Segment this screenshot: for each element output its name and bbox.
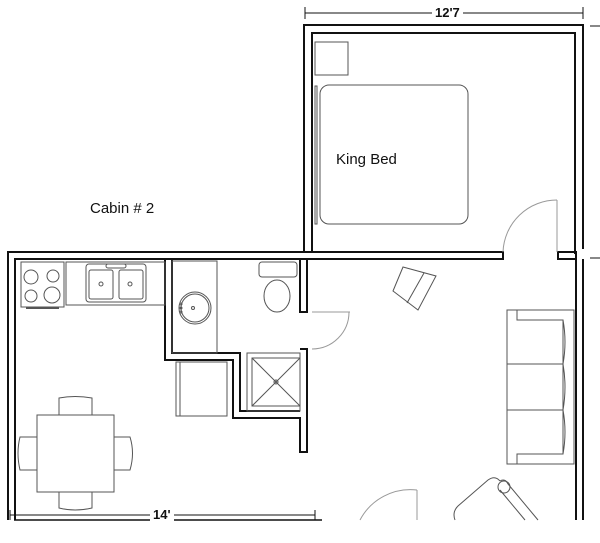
recliner — [453, 477, 539, 521]
kitchen-counter — [65, 261, 166, 306]
king-bed — [319, 84, 469, 225]
closet-cabinet — [175, 361, 228, 417]
bedroom-door — [502, 199, 558, 253]
bathroom-vanity — [171, 260, 218, 354]
entry-door — [359, 489, 418, 521]
cabin-title: Cabin # 2 — [90, 200, 155, 217]
stove — [20, 261, 65, 309]
armchair — [392, 266, 437, 311]
main-walls — [7, 251, 584, 520]
bedroom-walls — [303, 24, 600, 254]
bedroom-label: King Bed — [336, 151, 397, 168]
toilet — [258, 261, 298, 313]
double-sink — [85, 263, 147, 303]
bedroom-bottom-wall — [304, 251, 600, 260]
dimension-label-top: 12'7 — [432, 5, 463, 20]
bathroom-door — [311, 311, 350, 350]
dining-set — [17, 396, 133, 511]
dimension-label-bottom: 14' — [150, 507, 174, 522]
sofa — [506, 309, 575, 465]
shower — [246, 352, 301, 412]
headboard — [314, 85, 318, 225]
bathroom-walls — [164, 260, 308, 453]
nightstand — [314, 41, 349, 76]
